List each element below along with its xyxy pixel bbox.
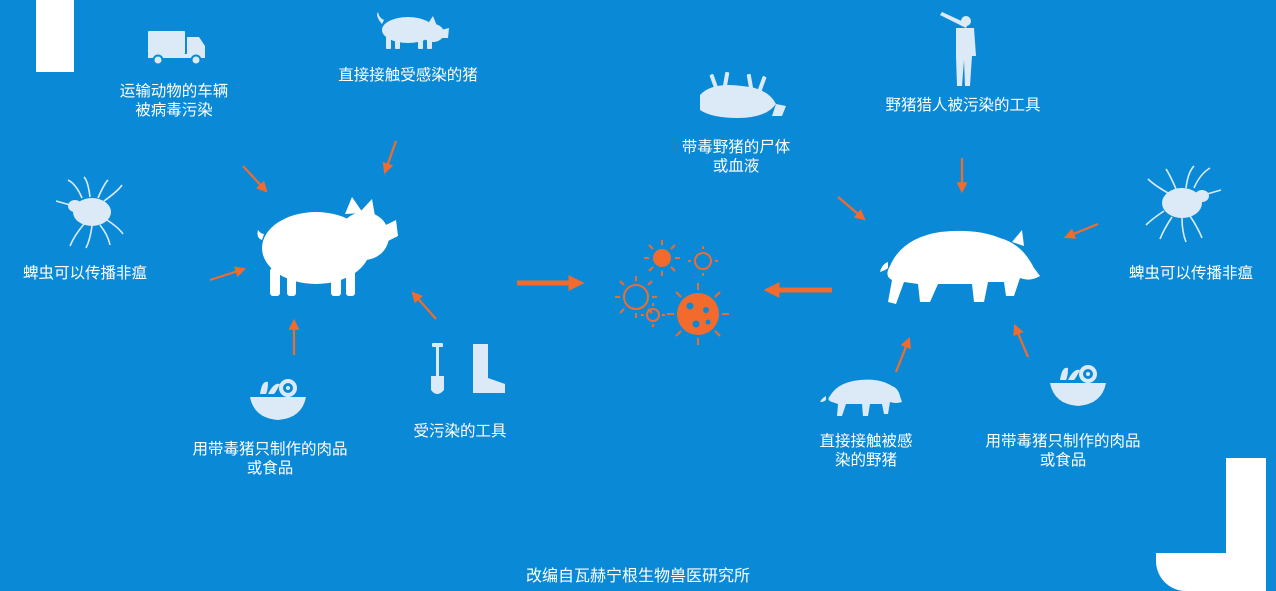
label-vehicle: 运输动物的车辆 被病毒污染	[98, 82, 250, 120]
truck-icon	[148, 31, 205, 66]
dead-boar-icon	[700, 71, 786, 118]
label-food-domestic: 用带毒猪只制作的肉品 或食品	[170, 440, 370, 478]
label-carcass: 带毒野猪的尸体 或血液	[660, 138, 812, 176]
label-food-wild: 用带毒猪只制作的肉品 或食品	[958, 432, 1168, 470]
arrow-vehicle-to-pig	[242, 165, 268, 193]
virus-icon	[615, 240, 729, 345]
label-food-wild-line2: 或食品	[1039, 451, 1087, 469]
pig-icon	[377, 12, 449, 49]
label-tools: 受污染的工具	[413, 422, 507, 440]
wild-boar-icon	[880, 230, 1040, 304]
label-direct-boar-line1: 直接接触被感	[819, 432, 913, 450]
label-ticks-wild: 蜱虫可以传播非瘟	[1128, 264, 1253, 282]
food-bowl-icon	[250, 379, 306, 420]
label-food-domestic-line2: 或食品	[246, 459, 294, 477]
label-vehicle-line2: 被病毒污染	[135, 101, 213, 119]
corner-bracket-bottom-right-foot	[1156, 553, 1266, 591]
label-carcass-line1: 带毒野猪的尸体	[681, 138, 791, 156]
arrow-food-to-boar	[1013, 323, 1030, 358]
arrow-direct-boar-to-boar	[894, 336, 911, 373]
label-direct-pig: 直接接触受感染的猪	[338, 66, 478, 84]
label-food-wild-line1: 用带毒猪只制作的肉品	[985, 432, 1141, 450]
hunter-icon	[940, 12, 976, 86]
arrow-direct-pig-to-pig	[382, 140, 398, 175]
source-credit: 改编自瓦赫宁根生物兽医研究所	[525, 566, 750, 585]
corner-bracket-top-left	[36, 0, 74, 72]
shovel-boot-icon	[431, 343, 505, 394]
label-ticks-domestic: 蜱虫可以传播非瘟	[22, 264, 147, 282]
label-direct-boar: 直接接触被感 染的野猪	[800, 432, 932, 470]
food-bowl-icon	[1050, 365, 1106, 406]
arrow-carcass-to-boar	[837, 196, 866, 221]
tick-icon	[1145, 165, 1222, 243]
label-vehicle-line1: 运输动物的车辆	[119, 82, 229, 100]
arrow-ticks-to-boar	[1063, 222, 1099, 239]
arrow-ticks-to-pig	[209, 266, 247, 282]
label-direct-boar-line2: 染的野猪	[834, 451, 897, 469]
small-boar-icon	[820, 379, 902, 416]
tick-icon	[55, 176, 124, 249]
domestic-pig-icon	[257, 197, 398, 296]
label-hunter: 野猪猎人被污染的工具	[885, 96, 1041, 114]
label-food-domestic-line1: 用带毒猪只制作的肉品	[192, 440, 348, 458]
arrow-tools-to-pig	[411, 291, 437, 320]
label-carcass-line2: 或血液	[712, 157, 760, 175]
